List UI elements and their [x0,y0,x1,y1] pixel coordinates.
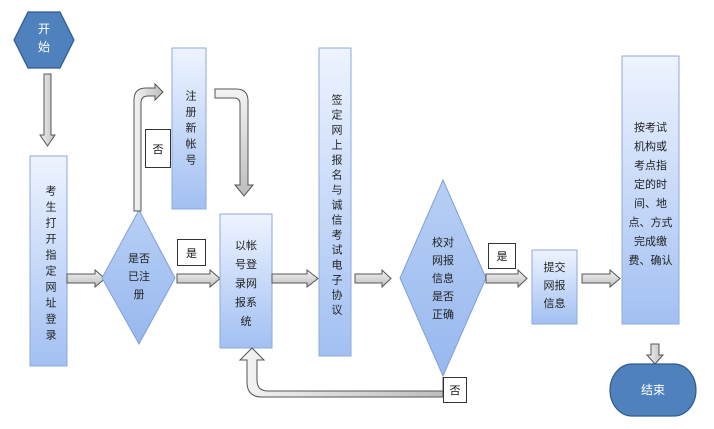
start-label-line: 开 [37,22,50,36]
decision-label-line: 已注 [128,270,150,283]
submit-label-line: 提交 [543,261,566,274]
is-registered-label: 是否 已注 册 [112,250,166,304]
verify-label-line: 正确 [432,308,454,321]
arrow-verify-no-to-login [238,347,444,398]
arrow-decision-to-register [133,82,164,212]
verify-info-label: 校对 网报 信息 是否 正确 [415,234,471,324]
decision-label-line: 册 [133,288,145,301]
sign-agreement-label: 签定网上报名与诚信考试电子协议 [330,93,343,319]
pay-label-line: 机构或 [634,140,667,153]
submit-info-label: 提交 网报 信息 [533,259,576,313]
login-label-line: 号登 [235,258,257,271]
decision-label-line: 是否 [128,252,150,265]
verify-label-line: 是否 [432,290,454,303]
edge-label-verify-yes: 是 [488,243,516,269]
login-label-line: 统 [240,315,252,328]
pay-label-line: 考点指 [634,159,667,172]
verify-info-diamond[interactable] [399,178,487,378]
login-system-label: 以帐 号登 录网 报系 统 [222,236,270,331]
pay-label-line: 完成缴 [634,235,667,248]
pay-label-line: 点、方式 [628,216,673,229]
sign-agreement-box[interactable] [318,47,352,357]
start-hexagon[interactable] [13,11,75,69]
register-label: 注册新帐号 [184,90,197,170]
pay-label-line: 费、确认 [628,254,673,267]
verify-label-line: 信息 [432,272,454,285]
edge-label-registered-yes: 是 [177,239,206,266]
pay-label-line: 定的时 [634,178,667,191]
pay-confirm-label: 按考试 机构或 考点指 定的时 间、地 点、方式 完成缴 费、确认 [622,118,679,270]
end-terminal[interactable] [609,363,697,417]
login-system-box[interactable] [219,213,273,349]
arrow-decision-to-login [176,268,221,289]
open-site-box[interactable] [29,155,68,367]
start-label-line: 始 [37,40,50,54]
login-label-line: 报系 [235,296,257,309]
start-label: 开 始 [14,20,74,56]
arrow-pay-to-end [645,343,665,365]
end-label: 结束 [640,383,665,397]
verify-label-line: 校对 [432,236,454,249]
verify-label-line: 网报 [432,254,454,267]
arrow-agreement-to-verify [354,268,392,289]
submit-label-line: 网报 [543,279,566,292]
edge-label-verify-no: 否 [443,377,467,403]
pay-label-line: 间、地 [634,197,667,210]
register-box[interactable] [171,47,207,210]
arrow-verify-to-submit [485,268,528,289]
submit-label-line: 信息 [543,297,566,310]
arrow-submit-to-pay [581,268,621,289]
login-label-line: 以帐 [235,239,257,252]
arrow-start-to-open-site [39,73,56,147]
pay-label-line: 按考试 [634,121,667,134]
login-label-line: 录网 [235,277,257,290]
arrow-open-site-to-decision [66,268,106,289]
pay-confirm-box[interactable] [621,55,680,325]
arrow-register-to-login [214,88,255,197]
arrow-login-to-agreement [271,268,319,289]
edge-label-registered-no: 否 [145,129,171,168]
submit-info-box[interactable] [531,249,578,325]
open-site-label: 考生打开指定网址登录 [44,185,57,345]
is-registered-diamond[interactable] [101,208,176,346]
